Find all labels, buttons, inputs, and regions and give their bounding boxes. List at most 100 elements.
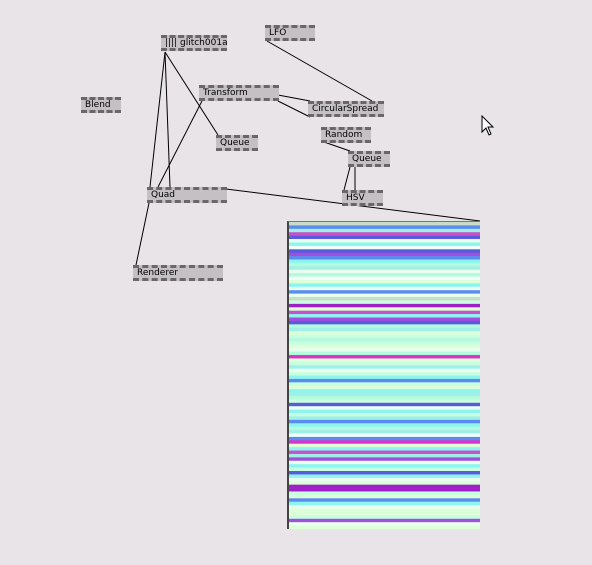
node-label: HSV — [346, 193, 365, 203]
stripe — [289, 269, 480, 274]
stripe — [289, 262, 480, 267]
stripe — [289, 443, 480, 448]
stripe — [289, 413, 480, 417]
stripe — [289, 300, 480, 305]
stripe — [289, 488, 480, 492]
stripe — [289, 457, 480, 462]
node-label: Quad — [151, 190, 176, 200]
stripe — [289, 505, 480, 509]
stripe — [289, 232, 480, 236]
stripe — [289, 365, 480, 369]
stripe — [289, 525, 480, 529]
stripe — [289, 290, 480, 294]
stripe — [289, 245, 480, 250]
stripe — [289, 436, 480, 441]
wire-glitch-quad-a — [164, 51, 171, 188]
stripe — [289, 471, 480, 475]
stripe — [289, 515, 480, 520]
wire-random-queue — [323, 141, 351, 152]
stripe — [289, 331, 480, 335]
stripe — [289, 320, 480, 325]
node-renderer[interactable]: Renderer — [133, 265, 223, 281]
stripe — [289, 266, 480, 271]
stripe — [289, 416, 480, 421]
node-quad[interactable]: Quad — [147, 187, 227, 203]
stripe — [289, 344, 480, 349]
node-transform[interactable]: Transform — [199, 85, 279, 101]
stripe — [289, 361, 480, 366]
stripe — [289, 303, 480, 308]
stripe — [289, 395, 480, 400]
stripe — [289, 293, 480, 298]
node-glitch001a[interactable]: |||| glitch001a — [161, 35, 228, 51]
stripe — [289, 314, 480, 318]
stripe — [289, 368, 480, 373]
wire-lfo-circularspread — [266, 40, 373, 102]
node-circularspread[interactable]: CircularSpread — [308, 101, 384, 117]
node-label: CircularSpread — [312, 104, 379, 114]
stripe — [289, 228, 480, 233]
stripe — [289, 225, 480, 230]
stripe — [289, 467, 480, 472]
node-label: LFO — [269, 28, 287, 38]
node-label: |||| glitch001a — [165, 38, 228, 48]
stripe — [289, 242, 480, 247]
stripe — [289, 256, 480, 260]
stripe — [289, 382, 480, 387]
stripe — [289, 399, 480, 404]
stripe — [289, 464, 480, 468]
stripe — [289, 453, 480, 458]
stripe — [289, 522, 480, 526]
stripe — [289, 477, 480, 482]
stripe — [289, 508, 480, 513]
stripe — [289, 501, 480, 506]
stripe — [289, 252, 480, 257]
stripe — [289, 409, 480, 414]
stripe — [289, 481, 480, 485]
stripe — [289, 447, 480, 451]
wire-transform-quad — [157, 100, 203, 188]
wire-glitch-quad-b — [149, 51, 166, 188]
node-queue[interactable]: Queue — [216, 135, 258, 151]
node-label: Queue — [352, 154, 382, 164]
node-label: Random — [325, 130, 363, 140]
stripe — [289, 239, 480, 243]
node-random[interactable]: Random — [321, 127, 371, 143]
stripe — [289, 222, 480, 226]
wire-quad-renderer — [135, 202, 150, 266]
stripe — [289, 334, 480, 339]
wire-transform-circularspread-b — [277, 100, 311, 118]
stripe — [289, 389, 480, 393]
node-label: Transform — [203, 88, 248, 98]
stripe — [289, 327, 480, 332]
stripe — [289, 450, 480, 455]
node-hsv[interactable]: HSV — [342, 190, 383, 206]
stripe — [289, 348, 480, 352]
stripe — [289, 372, 480, 376]
stripe — [289, 317, 480, 322]
stripe — [289, 235, 480, 240]
stripe — [289, 518, 480, 523]
node-label: Queue — [220, 138, 250, 148]
wire-transform-circularspread-a — [277, 94, 311, 102]
stripe — [289, 297, 480, 301]
stripe — [289, 259, 480, 264]
stripe — [289, 491, 480, 496]
stripe — [289, 378, 480, 383]
stripe — [289, 494, 480, 499]
stripe — [289, 273, 480, 277]
stripe — [289, 430, 480, 434]
node-queue-2[interactable]: Queue — [348, 151, 390, 167]
node-blend[interactable]: Blend — [81, 97, 121, 113]
stripe — [289, 385, 480, 390]
stripe — [289, 392, 480, 397]
renderer-output-window[interactable] — [287, 221, 480, 529]
stripe — [289, 474, 480, 479]
node-lfo[interactable]: LFO — [265, 25, 315, 41]
mouse-pointer-icon — [481, 115, 495, 136]
stripe — [289, 511, 480, 516]
stripe — [289, 433, 480, 438]
stripe — [289, 324, 480, 329]
stripe — [289, 307, 480, 311]
